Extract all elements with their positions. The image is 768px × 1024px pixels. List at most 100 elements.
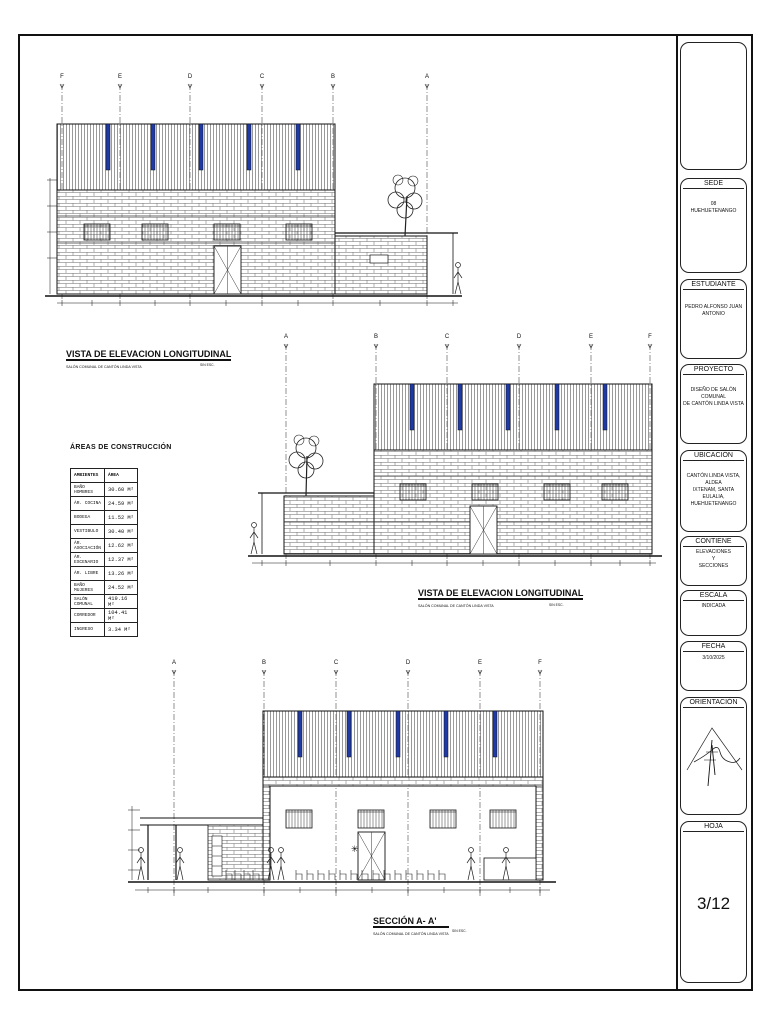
- areas-row-area: 12.62 M²: [104, 538, 138, 553]
- escala-label: ESCALA: [683, 591, 744, 601]
- titleblock-ubicacion: UBICACIÓN CANTÓN LINDA VISTA, ALDEA IXTE…: [680, 450, 747, 532]
- areas-row-ambiente: ÁR. ASOCIACIÓN: [70, 538, 105, 553]
- titleblock-logo-cell: [680, 42, 747, 170]
- elevation-2-axis-label: A: [283, 334, 288, 340]
- elevation-1-subtitle: SALÓN COMUNAL DE CANTÓN LINDA VISTA: [66, 365, 142, 369]
- elevation-2-title-block: VISTA DE ELEVACION LONGITUDINAL SALÓN CO…: [418, 588, 584, 608]
- areas-heading: ÁREAS DE CONSTRUCCIÓN: [70, 444, 172, 451]
- areas-row-ambiente: VESTIBULO: [70, 524, 105, 539]
- section-axis-label: E: [477, 660, 482, 666]
- areas-row-ambiente: CORREDOR: [70, 608, 105, 623]
- hoja-label: HOJA: [683, 822, 744, 832]
- section-axis-label: A: [171, 660, 176, 666]
- sheet-number: 3/12: [696, 894, 731, 913]
- ubicacion-value-line-1: CANTÓN LINDA VISTA, ALDEA: [686, 473, 741, 486]
- level-marks: [47, 178, 57, 294]
- titleblock-orientacion: ORIENTACIÓN: [680, 697, 747, 815]
- areas-row-area: 30.60 M²: [104, 482, 138, 497]
- person-figure-icon: [249, 522, 259, 555]
- ubicacion-value-line-2: IXTENAM, SANTA EULALIA,: [692, 487, 735, 500]
- contiene-value-line-3: SECCIONES: [698, 563, 729, 569]
- titleblock-escala: ESCALA INDICADA: [680, 590, 747, 636]
- areas-row-ambiente: INGRESO: [70, 622, 105, 637]
- elevation-1-axis-label: E: [117, 74, 122, 80]
- fecha-label: FECHA: [683, 642, 744, 652]
- areas-row-area: 24.59 M²: [104, 496, 138, 511]
- drawing-sheet-border: [18, 34, 753, 991]
- areas-row-area: 24.52 M²: [104, 580, 138, 595]
- elevation-2-drawing: [248, 343, 662, 566]
- estudiante-value: PEDRO ALFONSO JUAN ANTONIO: [684, 304, 743, 317]
- fecha-value: 3/10/2025: [702, 655, 725, 661]
- sede-value-name: HUEHUETENANGO: [690, 208, 737, 214]
- areas-row-ambiente: SALÓN COMUNAL: [70, 594, 105, 609]
- section-axis-label: F: [538, 660, 542, 666]
- titleblock-divider: [676, 34, 678, 991]
- section-axis-label: D: [405, 660, 411, 666]
- chairs-row: [225, 870, 446, 880]
- areas-row-area: 13.26 M²: [104, 566, 138, 581]
- people-figures: [136, 847, 511, 881]
- areas-row-ambiente: ÁR. ESCENARIO: [70, 552, 105, 567]
- areas-table-header: AMBIENTES ÁREA: [70, 468, 138, 483]
- north-arrow-icon: [686, 727, 743, 787]
- contiene-value-line-1: ELEVACIONES: [696, 549, 731, 555]
- sede-label: SEDE: [683, 179, 744, 189]
- areas-row-ambiente: BODEGA: [70, 510, 105, 525]
- areas-row-area: 12.37 M²: [104, 552, 138, 567]
- elevation-1-scale: SIN ESC.: [200, 363, 215, 367]
- titleblock-contiene: CONTIENE ELEVACIONES Y SECCIONES: [680, 536, 747, 586]
- elevation-2-axis-label: D: [516, 334, 522, 340]
- elevation-1-title: VISTA DE ELEVACION LONGITUDINAL: [66, 349, 232, 361]
- elevation-1-drawing: [45, 83, 463, 306]
- titleblock-sede: SEDE 08 HUEHUETENANGO: [680, 178, 747, 273]
- elevation-2-axis-label: C: [444, 334, 450, 340]
- elevation-1-axis-label: F: [60, 74, 64, 80]
- areas-row-area: 104.41 M²: [104, 608, 138, 623]
- elevation-2-subtitle: SALÓN COMUNAL DE CANTÓN LINDA VISTA: [418, 604, 494, 608]
- ubicacion-label: UBICACIÓN: [683, 451, 744, 461]
- areas-col-area: ÁREA: [104, 468, 138, 483]
- areas-row-ambiente: BAÑO MUJERES: [70, 580, 105, 595]
- elevation-1-axis-label: D: [187, 74, 193, 80]
- sede-value-code: 08: [710, 201, 717, 207]
- section-title: SECCIÓN A- A': [373, 916, 449, 928]
- areas-row-area: 11.52 M²: [104, 510, 138, 525]
- elevation-1-title-block: VISTA DE ELEVACION LONGITUDINAL SALÓN CO…: [66, 349, 232, 369]
- tree-icon: [288, 434, 324, 497]
- areas-col-ambientes: AMBIENTES: [70, 468, 105, 483]
- section-drawing: ✳: [128, 669, 556, 896]
- proyecto-value-line-1: DISEÑO DE SALÓN COMUNAL: [690, 387, 737, 400]
- elevation-1-axis-label: A: [424, 74, 429, 80]
- tree-icon: [387, 174, 423, 237]
- ubicacion-value-line-3: HUEHUETENANGO: [690, 501, 737, 507]
- elevation-2-scale: SIN ESC.: [549, 603, 564, 607]
- section-title-block: SECCIÓN A- A' SALÓN COMUNAL DE CANTÓN LI…: [373, 916, 449, 936]
- titleblock-proyecto: PROYECTO DISEÑO DE SALÓN COMUNAL DE CANT…: [680, 364, 747, 444]
- proyecto-label: PROYECTO: [683, 365, 744, 375]
- orientacion-label: ORIENTACIÓN: [683, 698, 744, 708]
- contiene-label: CONTIENE: [683, 537, 744, 547]
- titleblock-fecha: FECHA 3/10/2025: [680, 641, 747, 691]
- areas-section: ÁREAS DE CONSTRUCCIÓN: [70, 444, 172, 451]
- areas-row-area: 419.16 M²: [104, 594, 138, 609]
- areas-row-area: 30.40 M²: [104, 524, 138, 539]
- escala-value: INDICADA: [701, 603, 726, 609]
- areas-row-ambiente: ÁR. LIBRE: [70, 566, 105, 581]
- areas-row-area: 3.34 M²: [104, 622, 138, 637]
- elevation-1-axis-label: C: [259, 74, 265, 80]
- elevation-2-title: VISTA DE ELEVACION LONGITUDINAL: [418, 588, 584, 600]
- level-marks: [128, 806, 140, 880]
- contiene-value-line-2: Y: [711, 556, 716, 562]
